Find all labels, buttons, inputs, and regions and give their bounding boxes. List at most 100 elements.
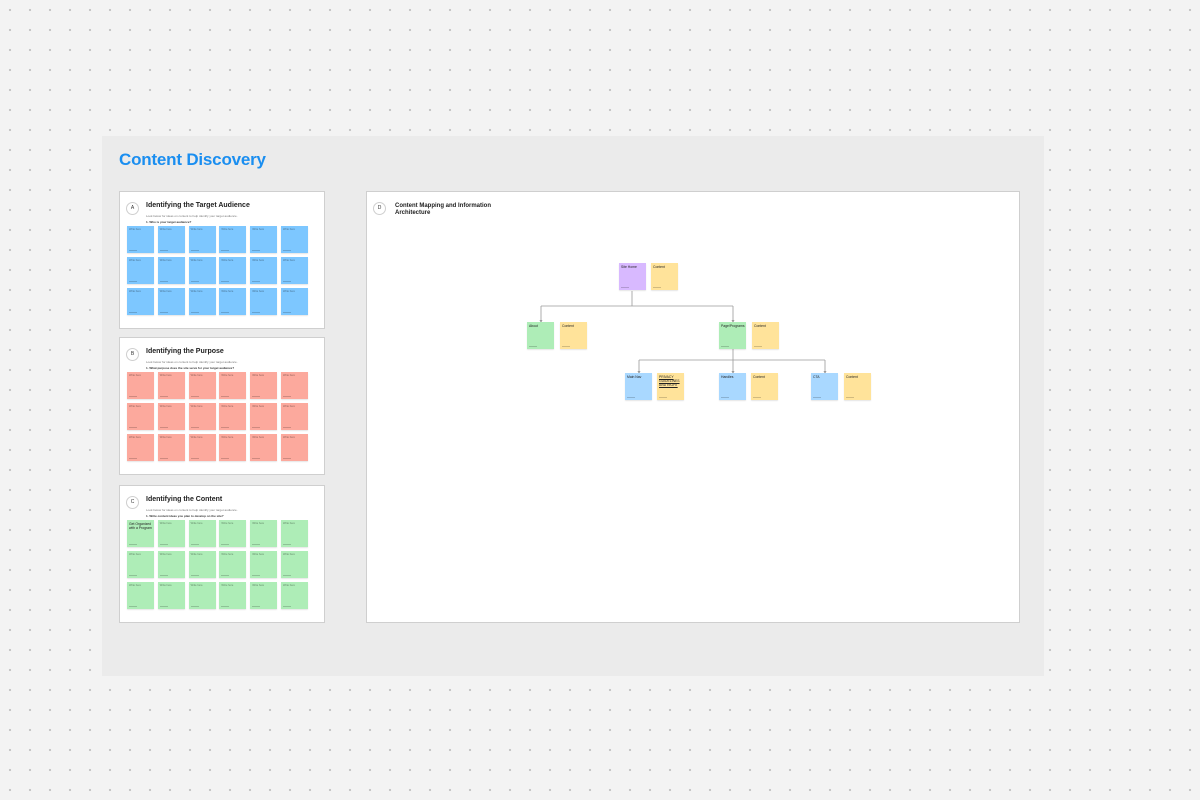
sticky-note-text: Write here: [129, 374, 141, 377]
sitemap-node-content[interactable]: Content: [751, 373, 778, 400]
sticky-note[interactable]: Write here: [127, 582, 154, 609]
sticky-note-text: Write here: [159, 228, 172, 231]
node-label: Handles: [721, 375, 734, 379]
sticky-note[interactable]: Write here: [127, 434, 154, 461]
sticky-note[interactable]: Write here: [250, 372, 278, 399]
sticky-note[interactable]: Write here: [219, 551, 247, 578]
sticky-note[interactable]: Write here: [250, 226, 278, 253]
sticky-note[interactable]: Write here: [127, 403, 154, 430]
sticky-note-author: [252, 396, 261, 397]
sticky-note[interactable]: Write here: [188, 434, 216, 461]
sticky-note-text: Write here: [252, 522, 265, 525]
section-card-content-mapping[interactable]: D Content Mapping and Information Archit…: [366, 191, 1020, 623]
sticky-note[interactable]: Write here: [250, 551, 278, 578]
sticky-note[interactable]: Write here: [219, 434, 247, 461]
sticky-note-text: Write here: [129, 584, 141, 587]
sticky-note[interactable]: Write here: [280, 257, 308, 284]
sitemap-node-about[interactable]: About: [527, 322, 554, 349]
sticky-note[interactable]: Write here: [280, 434, 308, 461]
sticky-note-author: [159, 458, 168, 459]
sticky-note[interactable]: Write here: [250, 434, 278, 461]
sticky-note[interactable]: Write here: [280, 372, 308, 399]
sticky-note-author: [129, 606, 137, 607]
sticky-note[interactable]: Write here: [219, 257, 247, 284]
sticky-note[interactable]: Write here: [157, 403, 185, 430]
sticky-note[interactable]: Write here: [250, 582, 278, 609]
sticky-note[interactable]: Write here: [127, 257, 154, 284]
sticky-note[interactable]: Write here: [188, 520, 216, 547]
sticky-note[interactable]: Write here: [280, 288, 308, 315]
sitemap-node-cta[interactable]: CTA: [811, 373, 838, 400]
section-card-content[interactable]: C Identifying the Content Look below for…: [119, 485, 325, 623]
sticky-note[interactable]: Write here: [157, 551, 185, 578]
sticky-note[interactable]: Write here: [188, 582, 216, 609]
sticky-note-text: Write here: [282, 259, 295, 262]
sticky-note-author: [129, 312, 137, 313]
sticky-note[interactable]: Get Organized with a Program: [127, 520, 154, 547]
sticky-note-text: Write here: [221, 259, 234, 262]
sticky-note[interactable]: Write here: [280, 520, 308, 547]
sticky-note[interactable]: Write here: [127, 226, 154, 253]
sticky-note[interactable]: Write here: [127, 372, 154, 399]
sitemap-node-content[interactable]: Content: [560, 322, 587, 349]
sticky-note[interactable]: Write here: [157, 372, 185, 399]
sticky-note[interactable]: Write here: [250, 288, 278, 315]
section-description: Look below for ideas on content to help …: [146, 508, 238, 512]
sitemap-node-site-home[interactable]: Site Home: [619, 263, 646, 290]
sticky-note[interactable]: Write here: [157, 520, 185, 547]
node-label: Content: [754, 324, 766, 328]
sticky-note-text: Write here: [129, 259, 141, 262]
sticky-note[interactable]: Write here: [280, 226, 308, 253]
sticky-note[interactable]: Write here: [157, 257, 185, 284]
sticky-note[interactable]: Write here: [188, 288, 216, 315]
sticky-note-text: Write here: [159, 584, 172, 587]
sticky-note[interactable]: Write here: [219, 403, 247, 430]
sticky-note[interactable]: Write here: [157, 226, 185, 253]
sticky-note[interactable]: Write here: [188, 226, 216, 253]
sticky-note[interactable]: Write here: [127, 551, 154, 578]
sticky-note-author: [129, 250, 137, 251]
sticky-note[interactable]: Write here: [188, 403, 216, 430]
sticky-note[interactable]: Write here: [250, 257, 278, 284]
sticky-note-author: [252, 250, 261, 251]
sticky-note[interactable]: Write here: [219, 288, 247, 315]
node-label: Site Home: [621, 265, 637, 269]
sticky-note[interactable]: Write here: [280, 403, 308, 430]
sticky-note-author: [252, 544, 261, 545]
sitemap-node-content[interactable]: Content: [752, 322, 779, 349]
section-card-purpose[interactable]: B Identifying the Purpose Look below for…: [119, 337, 325, 475]
sticky-note[interactable]: Write here: [219, 226, 247, 253]
sticky-note-author: [159, 544, 168, 545]
sticky-note[interactable]: Write here: [157, 434, 185, 461]
sticky-note[interactable]: Write here: [250, 403, 278, 430]
sticky-note[interactable]: Write here: [250, 520, 278, 547]
sticky-note-text: Write here: [282, 584, 295, 587]
sticky-note[interactable]: Write here: [157, 288, 185, 315]
sticky-note[interactable]: Write here: [127, 288, 154, 315]
sitemap-node-programs[interactable]: Page/Programs: [719, 322, 746, 349]
sitemap-node-content[interactable]: Content: [651, 263, 678, 290]
sitemap-node-main-nav[interactable]: Main Nav: [625, 373, 652, 400]
sticky-note[interactable]: Write here: [157, 582, 185, 609]
sticky-note[interactable]: Write here: [188, 551, 216, 578]
sticky-note[interactable]: Write here: [219, 582, 247, 609]
sticky-note[interactable]: Write here: [188, 372, 216, 399]
sitemap-node-links[interactable]: PRIVACY GUIDELINES AND RIGHT: [657, 373, 684, 400]
sticky-note[interactable]: Write here: [188, 257, 216, 284]
sticky-note-author: [190, 606, 199, 607]
sticky-note[interactable]: Write here: [280, 582, 308, 609]
sitemap-node-content[interactable]: Content: [844, 373, 871, 400]
sticky-note-author: [221, 458, 230, 459]
sitemap-node-handles[interactable]: Handles: [719, 373, 746, 400]
section-card-target-audience[interactable]: A Identifying the Target Audience Look b…: [119, 191, 325, 329]
sticky-note[interactable]: Write here: [219, 372, 247, 399]
sticky-note-text: Write here: [282, 374, 295, 377]
sticky-note-author: [190, 396, 199, 397]
sticky-note[interactable]: Write here: [219, 520, 247, 547]
sticky-note-author: [221, 544, 230, 545]
sticky-note-text: Write here: [159, 259, 172, 262]
section-title: Identifying the Target Audience: [146, 202, 250, 209]
sticky-note[interactable]: Write here: [280, 551, 308, 578]
